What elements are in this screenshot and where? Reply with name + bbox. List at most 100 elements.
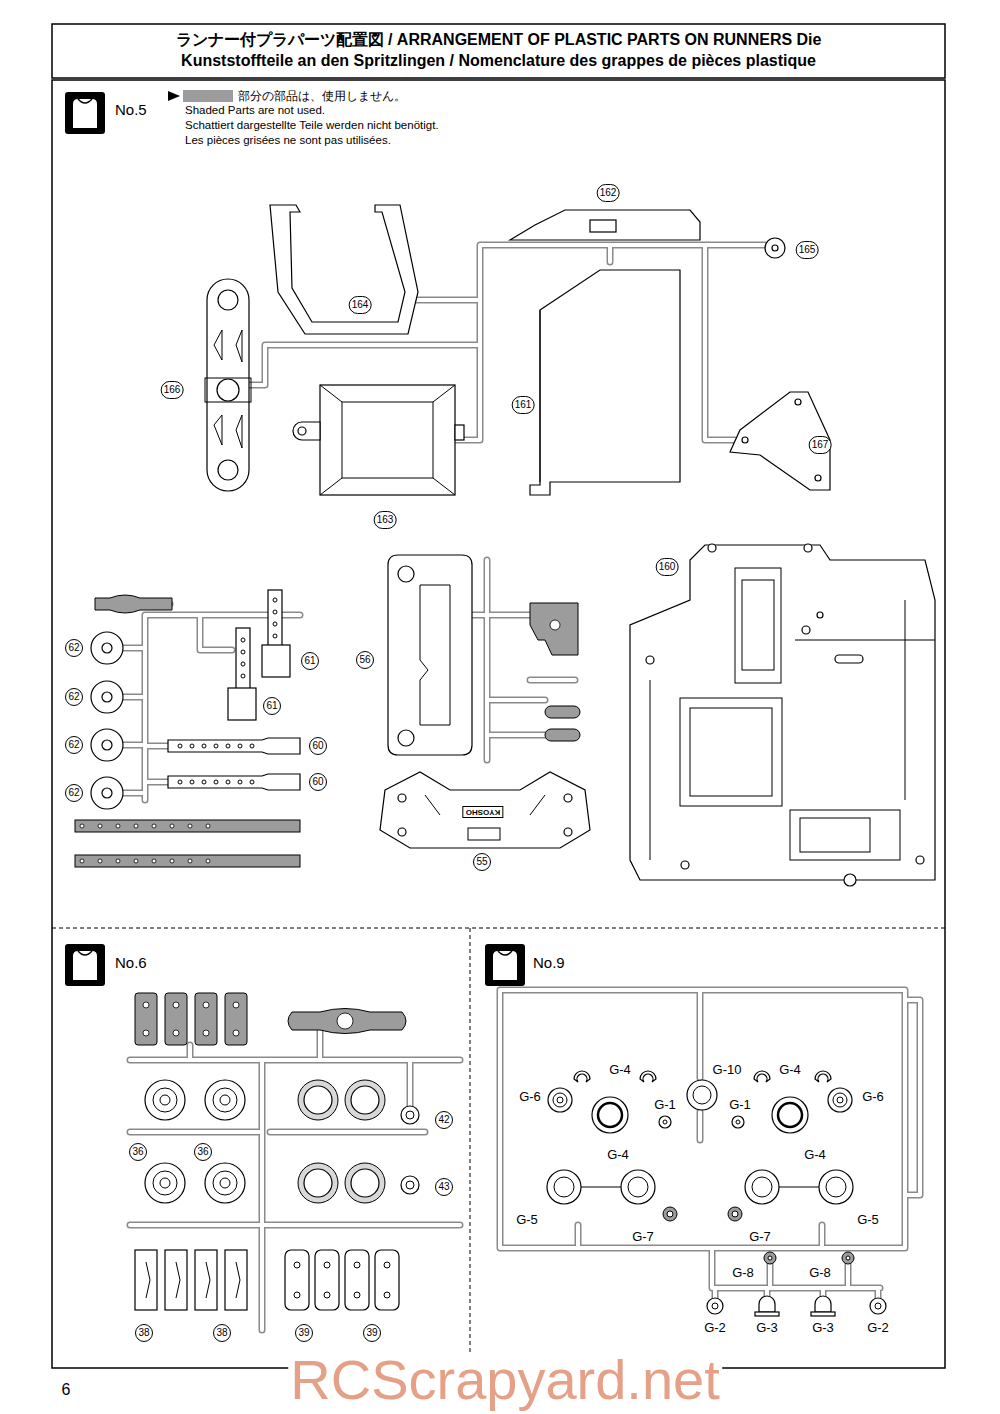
strip-part xyxy=(190,744,194,748)
body-post-part xyxy=(273,610,277,614)
shock-part xyxy=(870,1298,886,1314)
unused-part xyxy=(143,1030,149,1036)
unused-part xyxy=(135,993,406,1045)
header-band xyxy=(52,24,945,78)
unused-part xyxy=(337,1013,353,1029)
shock-part xyxy=(833,1093,847,1107)
unused-part xyxy=(203,1002,209,1008)
shaded-note-marker xyxy=(168,91,180,101)
strip-part xyxy=(226,780,230,784)
shock-part xyxy=(736,1120,740,1124)
spacer-part xyxy=(294,1292,300,1298)
part-code: G-5 xyxy=(515,1213,539,1227)
body-post-part xyxy=(236,628,250,692)
runner xyxy=(500,990,920,1298)
ring-part xyxy=(406,1111,414,1119)
note-text: 部分の部品は、使用しません。 xyxy=(238,89,406,104)
body-post-part xyxy=(273,634,277,638)
callout-number: 62 xyxy=(65,639,83,657)
receiver-box-part xyxy=(342,402,433,478)
shock-part xyxy=(764,1252,776,1264)
bag-icon xyxy=(65,944,105,986)
body-post-part xyxy=(273,622,277,626)
header-band xyxy=(52,24,945,78)
washer-part xyxy=(102,692,112,702)
chassis-plate-part xyxy=(817,612,823,618)
unused-part xyxy=(152,824,156,828)
receiver-box-part xyxy=(298,427,306,435)
spacer-part xyxy=(165,1250,187,1310)
mount-plate-part xyxy=(742,437,748,443)
washer-part xyxy=(102,643,112,653)
washer-part xyxy=(91,632,123,664)
unused-part xyxy=(75,855,300,867)
unused-part xyxy=(143,1002,149,1008)
unused-part xyxy=(98,859,102,863)
unused-part xyxy=(95,595,172,613)
shock-tower-part xyxy=(468,828,500,840)
shock-part xyxy=(828,1088,852,1112)
washer-part xyxy=(91,729,123,761)
note-text: Shaded Parts are not used. xyxy=(185,104,325,116)
ring-part xyxy=(298,1163,338,1203)
shock-part xyxy=(663,1207,677,1221)
gear-part xyxy=(220,1178,230,1188)
shock-part xyxy=(819,1170,853,1204)
washer-part xyxy=(91,777,123,809)
gear-part xyxy=(213,1088,237,1112)
body-post-part xyxy=(268,590,282,650)
runner xyxy=(500,990,920,1298)
part-code: G-1 xyxy=(653,1098,677,1112)
unused-part xyxy=(206,824,210,828)
strip-part xyxy=(168,774,300,790)
shock-part xyxy=(826,1177,846,1197)
body-post-part xyxy=(241,674,245,678)
spacer-part xyxy=(324,1262,330,1268)
bulkhead-part xyxy=(205,279,251,491)
part-code: G-4 xyxy=(778,1063,802,1077)
callout-number: 162 xyxy=(597,184,620,202)
body-post-part xyxy=(241,638,245,642)
unused-part xyxy=(545,706,580,718)
washer-part xyxy=(102,740,112,750)
bumper-part xyxy=(398,566,414,582)
shock-part xyxy=(592,1097,628,1133)
molded-text: KYOSHO xyxy=(463,806,504,818)
callout-number: 62 xyxy=(65,736,83,754)
mount-plate-part xyxy=(795,399,801,405)
shock-tower-part xyxy=(564,794,572,802)
bag-icon xyxy=(485,944,525,986)
unused-part xyxy=(225,993,247,1045)
bag-number: No.5 xyxy=(115,101,147,118)
chassis-plate-part xyxy=(708,544,716,552)
strip-part xyxy=(178,780,182,784)
unused-part xyxy=(165,993,187,1045)
chassis-plate-part xyxy=(844,874,856,886)
spacer-part xyxy=(354,1262,360,1268)
shock-part xyxy=(640,1071,656,1082)
chassis-plate-part xyxy=(790,810,900,860)
receiver-box-part xyxy=(455,425,464,440)
callout-number: 166 xyxy=(161,381,184,399)
cover-part xyxy=(530,270,680,495)
spacer-part xyxy=(384,1292,390,1298)
bulkhead-part xyxy=(218,460,238,480)
shock-part xyxy=(553,1093,567,1107)
part-code: G-7 xyxy=(748,1230,772,1244)
cover-part xyxy=(540,310,541,482)
part-code: G-3 xyxy=(811,1321,835,1335)
bag-icon xyxy=(65,92,525,986)
unused-part xyxy=(203,1030,209,1036)
unused-part xyxy=(116,824,120,828)
strip-part xyxy=(250,780,254,784)
part-code: G-8 xyxy=(731,1266,755,1280)
shaded-note-marker xyxy=(183,90,233,102)
chassis-plate-part xyxy=(690,708,772,796)
shock-part xyxy=(768,1256,772,1260)
spacer-part xyxy=(354,1292,360,1298)
shock-part xyxy=(755,1312,779,1316)
chassis-plate-part xyxy=(680,698,782,806)
handle-part xyxy=(270,205,418,334)
page-frame xyxy=(52,80,945,1368)
strip-part xyxy=(238,744,242,748)
